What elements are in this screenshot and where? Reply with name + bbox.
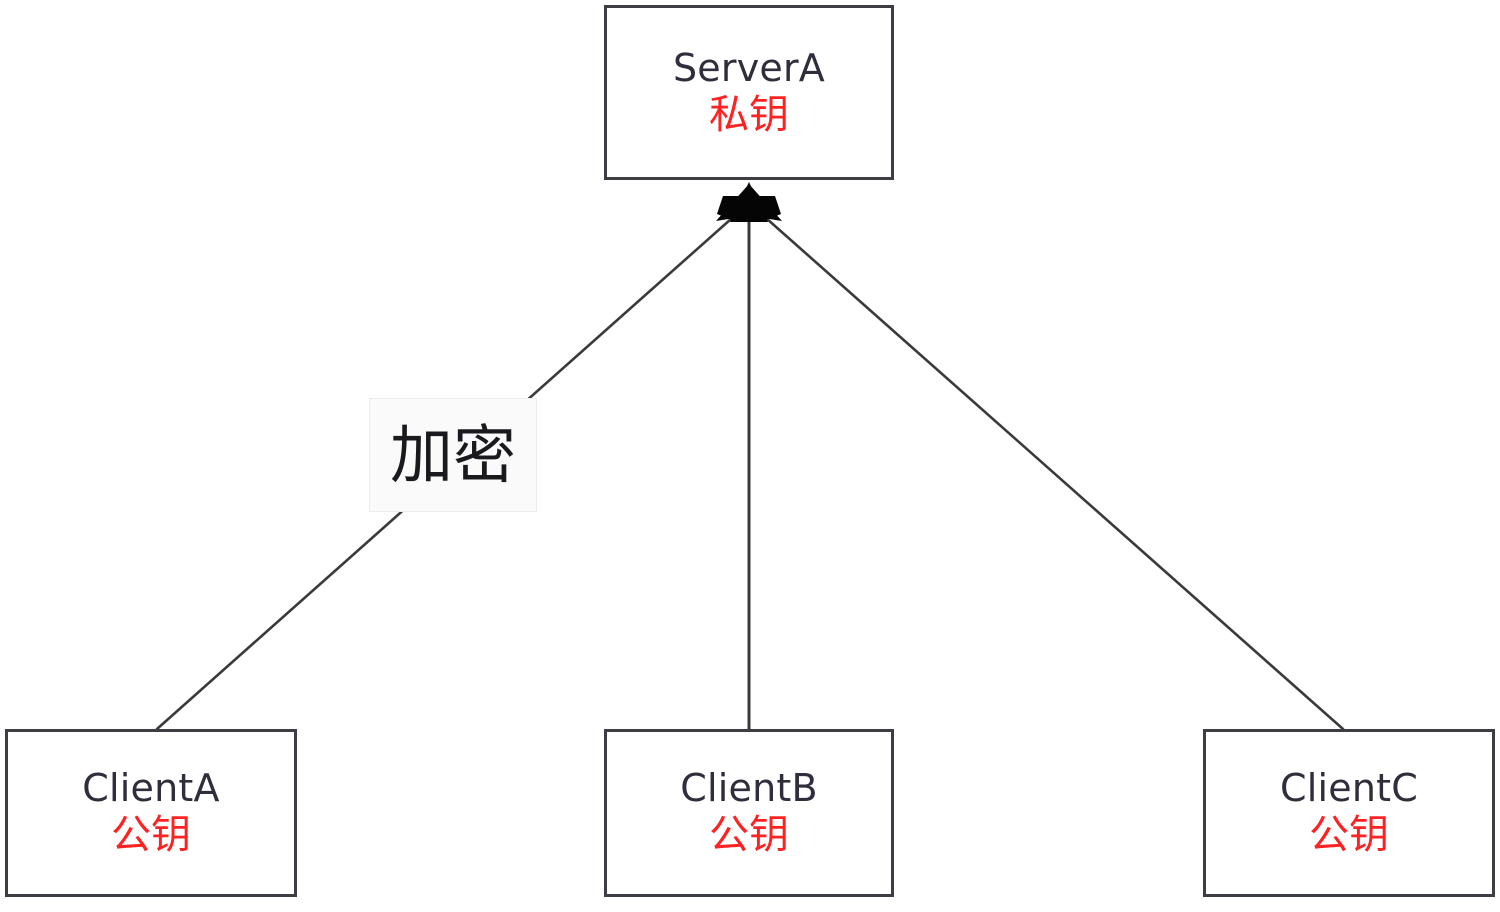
node-client-b-key-label: 公钥 bbox=[709, 812, 789, 859]
node-client-c-title: ClientC bbox=[1280, 766, 1418, 811]
node-server-a[interactable]: ServerA 私钥 bbox=[604, 5, 894, 180]
node-client-a[interactable]: ClientA 公钥 bbox=[5, 729, 297, 897]
node-client-c-key-label: 公钥 bbox=[1309, 812, 1389, 859]
node-server-a-title: ServerA bbox=[672, 45, 825, 90]
node-client-a-title: ClientA bbox=[82, 766, 220, 811]
edge-client-c-to-server-a[interactable] bbox=[747, 201, 1345, 731]
edge-label-encrypt[interactable]: 加密 bbox=[369, 398, 537, 512]
node-client-c[interactable]: ClientC 公钥 bbox=[1203, 729, 1495, 897]
node-client-a-key-label: 公钥 bbox=[111, 812, 191, 859]
node-client-b-title: ClientB bbox=[680, 766, 818, 811]
node-client-b[interactable]: ClientB 公钥 bbox=[604, 729, 894, 897]
node-server-a-key-label: 私钥 bbox=[709, 91, 789, 138]
edge-label-encrypt-text: 加密 bbox=[390, 418, 516, 492]
arrowhead-cluster-server-a bbox=[716, 182, 782, 222]
arrowhead-icon-merge-fill bbox=[717, 196, 781, 220]
